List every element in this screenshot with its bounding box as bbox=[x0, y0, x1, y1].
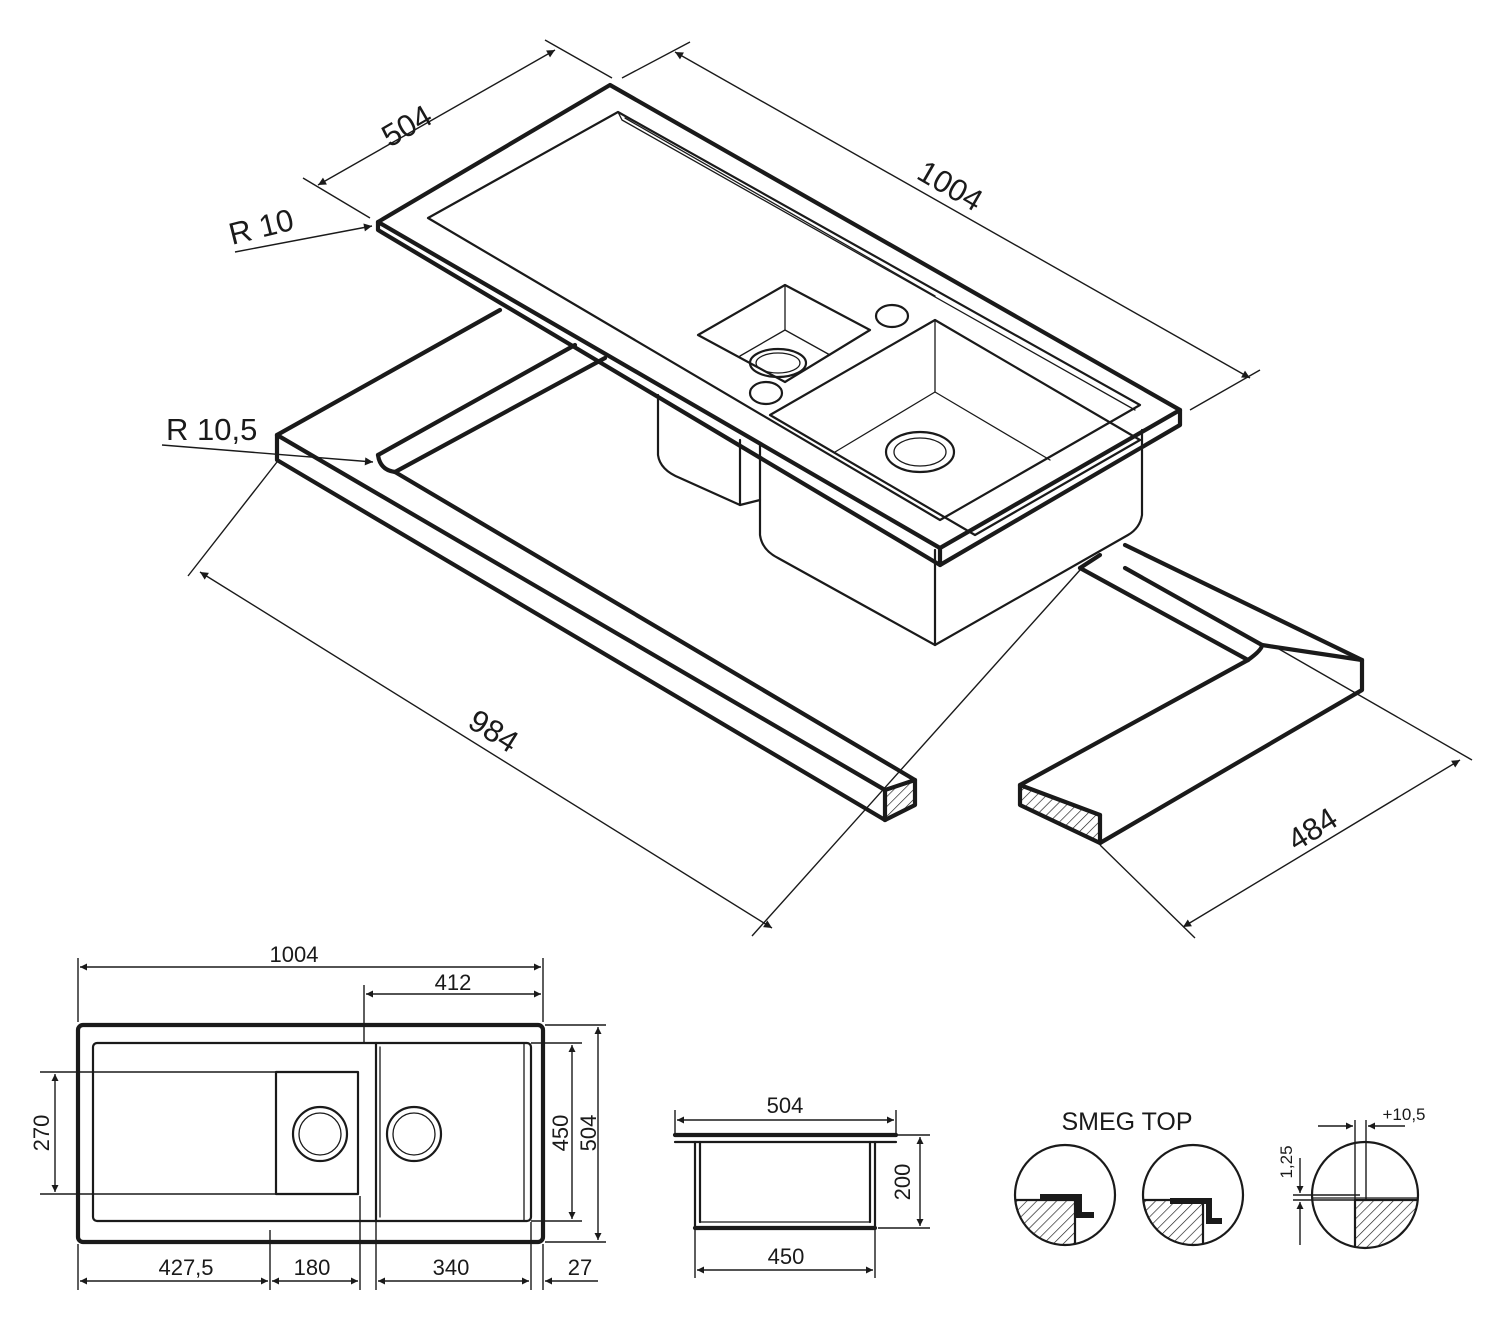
smeg-height-label: 1,25 bbox=[1277, 1145, 1296, 1178]
dim-504-label: 504 bbox=[376, 98, 438, 154]
smeg-detail-2 bbox=[1141, 1143, 1245, 1247]
radius-10-5-callout: R 10,5 bbox=[161, 412, 374, 466]
plan-dim-270: 270 bbox=[29, 1115, 54, 1152]
dim-484-label: 484 bbox=[1281, 801, 1343, 858]
plan-dim-27: 27 bbox=[568, 1255, 592, 1280]
smeg-detail-3: +10,5 1,25 bbox=[1277, 1105, 1426, 1250]
smeg-top-title: SMEG TOP bbox=[1061, 1108, 1192, 1136]
smeg-offset-label: +10,5 bbox=[1382, 1105, 1425, 1124]
smeg-top-details: SMEG TOP bbox=[1013, 1105, 1426, 1250]
plan-dim-504: 504 bbox=[576, 1115, 601, 1152]
plan-dim-180: 180 bbox=[294, 1255, 331, 1280]
plan-view: 1004 412 270 450 504 427,5 180 340 bbox=[29, 942, 606, 1290]
dim-984-label: 984 bbox=[462, 703, 524, 760]
section-dim-200: 200 bbox=[890, 1164, 915, 1201]
dimension-504-iso: 504 bbox=[302, 39, 613, 219]
radius-10-5-label: R 10,5 bbox=[166, 412, 257, 447]
radius-10-callout: R 10 bbox=[225, 202, 373, 253]
dimension-1004-iso: 1004 bbox=[621, 41, 1261, 411]
section-dim-450: 450 bbox=[768, 1244, 805, 1269]
dimension-984-iso: 984 bbox=[187, 461, 1081, 937]
isometric-view: 504 1004 R 10 R 10,5 984 bbox=[161, 39, 1473, 939]
plan-dim-412: 412 bbox=[435, 970, 472, 995]
plan-dim-340: 340 bbox=[433, 1255, 470, 1280]
smeg-detail-1 bbox=[1013, 1143, 1117, 1247]
sink-isometric bbox=[375, 82, 1183, 647]
plan-dim-450: 450 bbox=[548, 1115, 573, 1152]
dimension-484-iso: 484 bbox=[1099, 644, 1473, 939]
countertop-cutout bbox=[274, 307, 1365, 846]
plan-dim-427-5: 427,5 bbox=[158, 1255, 213, 1280]
plan-dim-1004: 1004 bbox=[270, 942, 319, 967]
section-view: 504 200 450 bbox=[672, 1093, 930, 1278]
radius-10-label: R 10 bbox=[225, 202, 297, 252]
section-dim-504: 504 bbox=[767, 1093, 804, 1118]
